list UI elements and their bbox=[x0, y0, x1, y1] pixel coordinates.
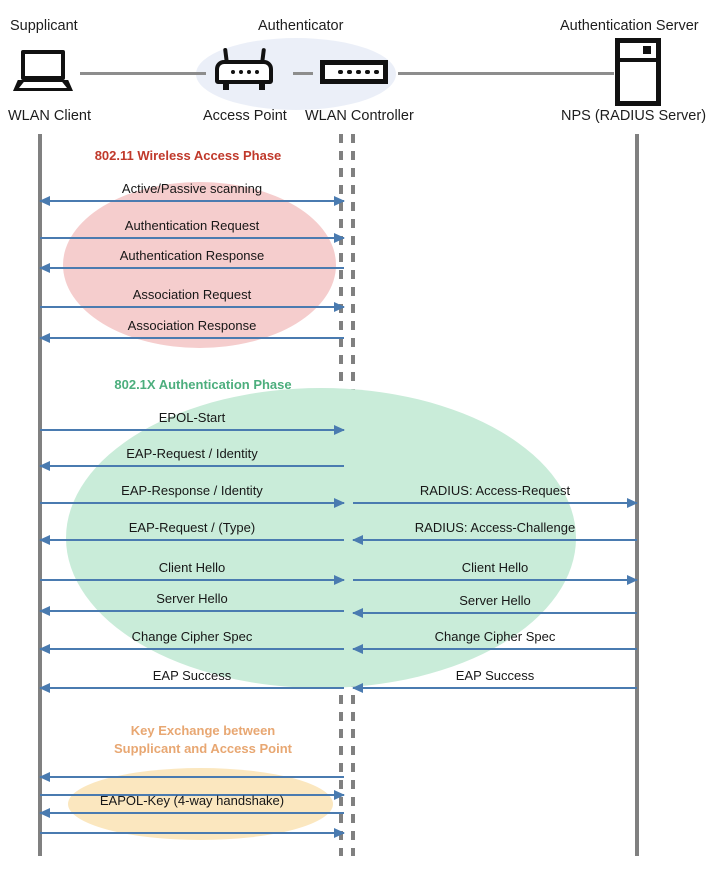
actor-role-supplicant: Supplicant bbox=[10, 18, 78, 34]
lifeline-auth-server bbox=[635, 134, 639, 856]
message-label: Authentication Response bbox=[119, 248, 265, 263]
message-label: RADIUS: Access-Request bbox=[419, 483, 571, 498]
message-label: Change Cipher Spec bbox=[434, 629, 556, 644]
actor-device-nps-server: NPS (RADIUS Server) bbox=[561, 108, 707, 124]
message-label: EAP-Request / Identity bbox=[126, 446, 258, 461]
message-label: EAP Success bbox=[152, 668, 232, 683]
phase-title-key-exchange-line1: Key Exchange between bbox=[130, 723, 276, 738]
message-label: EPOL-Start bbox=[158, 410, 226, 425]
actor-role-authenticator: Authenticator bbox=[258, 18, 344, 34]
laptop-icon bbox=[13, 50, 73, 92]
message-label: EAP-Request / (Type) bbox=[128, 520, 256, 535]
message-label: EAPOL-Key (4-way handshake) bbox=[99, 793, 285, 808]
wire-controller-to-server bbox=[398, 72, 614, 75]
message-label: Association Request bbox=[132, 287, 252, 302]
phase-ellipse-80211 bbox=[63, 182, 336, 348]
wlan-controller-icon bbox=[320, 60, 388, 84]
actor-device-access-point: Access Point bbox=[203, 108, 287, 124]
actor-device-wlan-controller: WLAN Controller bbox=[305, 108, 414, 124]
message-label: EAP Success bbox=[455, 668, 535, 683]
actor-role-auth-server: Authentication Server bbox=[560, 18, 699, 34]
message-label: Authentication Request bbox=[124, 218, 260, 233]
message-label: Server Hello bbox=[156, 591, 228, 606]
message-label: Client Hello bbox=[158, 560, 226, 575]
message-label: Change Cipher Spec bbox=[131, 629, 253, 644]
access-point-icon bbox=[215, 47, 273, 92]
message-label: Association Response bbox=[127, 318, 257, 333]
phase-title-key-exchange-line2: Supplicant and Access Point bbox=[114, 741, 292, 756]
wire-client-to-ap bbox=[80, 72, 206, 75]
phase-title-8021x: 802.1X Authentication Phase bbox=[114, 377, 292, 392]
phase-title-80211: 802.11 Wireless Access Phase bbox=[94, 148, 282, 163]
message-label: EAP-Response / Identity bbox=[121, 483, 263, 498]
phase-ellipse-key bbox=[68, 768, 333, 840]
message-label: Client Hello bbox=[461, 560, 529, 575]
phase-ellipse-8021x bbox=[66, 388, 576, 688]
message-label: RADIUS: Access-Challenge bbox=[414, 520, 576, 535]
wire-ap-to-controller bbox=[293, 72, 313, 75]
message-label: Active/Passive scanning bbox=[121, 181, 263, 196]
server-icon bbox=[615, 38, 661, 106]
lifeline-supplicant bbox=[38, 134, 42, 856]
message-label: Server Hello bbox=[459, 593, 531, 608]
actor-device-wlan-client: WLAN Client bbox=[8, 108, 91, 124]
